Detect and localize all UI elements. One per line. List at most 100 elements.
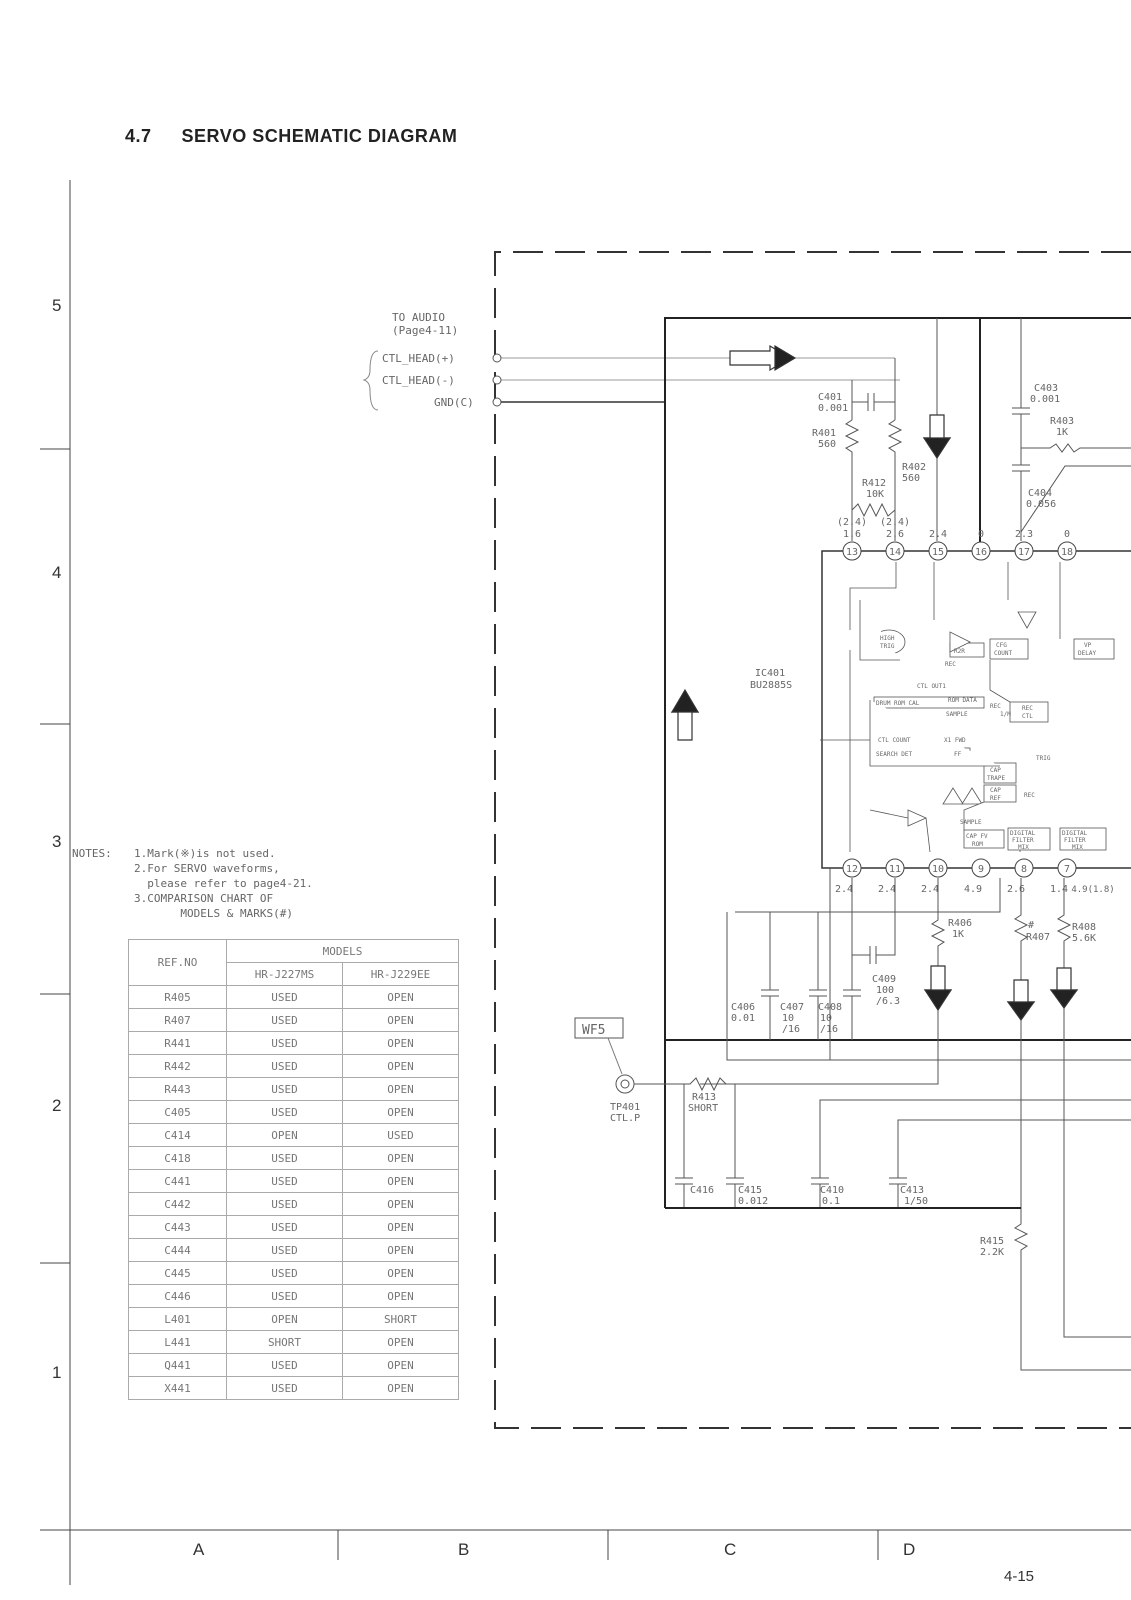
comp-label: C401 (818, 392, 842, 403)
comp-label: 0.012 (738, 1196, 768, 1207)
model-cell: USED (226, 1215, 343, 1239)
ic-pin: 102.4 (921, 858, 948, 895)
block-label: SAMPLE (960, 819, 982, 826)
comp-label: R407 (1026, 932, 1050, 943)
block-label: REF (990, 795, 1001, 802)
pin-number: 7 (1064, 864, 1070, 875)
model-cell: OPEN (342, 1054, 459, 1078)
pin-voltage: 1.4 (1050, 884, 1068, 895)
grid-col-c: C (724, 1540, 737, 1559)
comp-label: C416 (690, 1185, 714, 1196)
model-cell: OPEN (342, 1192, 459, 1216)
comp-label: 10 (820, 1013, 832, 1024)
grid-row-4: 4 (52, 563, 62, 582)
comp-label: 0.001 (818, 403, 848, 414)
pin-voltage: 2.3 (1015, 529, 1033, 540)
pin-label: CTL_HEAD(+) (382, 352, 455, 365)
comp-label: # (1028, 920, 1034, 931)
ref-cell: L401 (128, 1307, 227, 1331)
comp-label: 100 (876, 985, 894, 996)
tp401-testpoint (615, 1074, 635, 1094)
block-label: CFG (996, 642, 1007, 649)
pin-voltage: 2.4 (921, 884, 939, 895)
block-label: DRUM ROM CAL (876, 700, 920, 707)
signal-arrows (670, 344, 1079, 1022)
output-network (630, 868, 1131, 1371)
block-label: FF (954, 751, 962, 758)
wf-label: WF5 (582, 1023, 605, 1038)
ic-pin: 180 (1057, 529, 1077, 561)
block-label: CTL (1022, 713, 1033, 720)
ref-cell: C414 (128, 1123, 227, 1147)
comp-label: 5.6K (1072, 933, 1096, 944)
comp-label: 10K (866, 489, 884, 500)
model-cell: SHORT (226, 1330, 343, 1354)
model-cell: OPEN (342, 1031, 459, 1055)
ref-no-header: REF.NO (128, 939, 227, 986)
block-label: DIGITAL (1010, 830, 1036, 837)
model-cell: USED (226, 1238, 343, 1262)
comp-label: C406 (731, 1002, 755, 1013)
grid-row-5: 5 (52, 296, 62, 315)
ref-cell: R407 (128, 1008, 227, 1032)
ref-cell: R405 (128, 985, 227, 1009)
block-label: REC (945, 661, 956, 668)
pin-number: 14 (889, 547, 901, 558)
ic401-body: IC401 BU2885S (750, 550, 1131, 869)
block-label: R2R (954, 648, 965, 655)
pin-number: 15 (932, 547, 944, 558)
comp-label: /16 (820, 1024, 838, 1035)
block-label: DELAY (1078, 650, 1096, 657)
block-label: MIX (1072, 844, 1083, 851)
note-line: 3.COMPARISON CHART OF (134, 892, 274, 905)
comp-label: 0.001 (1030, 394, 1060, 405)
model-cell: OPEN (342, 1353, 459, 1377)
pin-number: 17 (1018, 547, 1030, 558)
comp-label: 1K (952, 929, 964, 940)
ground-bus (664, 317, 1131, 1208)
input-network (844, 318, 1131, 541)
ic-internal (820, 562, 1115, 853)
block-label: TRAPE (987, 775, 1005, 782)
comp-label: 0.1 (822, 1196, 840, 1207)
block-label: REC (1022, 705, 1033, 712)
grid-row-3: 3 (52, 832, 62, 851)
model-cell: USED (226, 1284, 343, 1308)
connector-audio: TO AUDIO (Page4-11) CTL_HEAD(+) CTL_HEAD… (362, 311, 900, 411)
grid-ticks (40, 448, 879, 1560)
block-label: DIGITAL (1062, 830, 1088, 837)
model-cell: USED (226, 1376, 343, 1400)
comp-label: C403 (1034, 383, 1058, 394)
comp-label: CTL.P (610, 1113, 640, 1124)
pin-label: GND(C) (434, 396, 474, 409)
model-cell: OPEN (342, 1169, 459, 1193)
comp-label: /6.3 (876, 996, 900, 1007)
block-label: CAP (990, 787, 1001, 794)
title-text: SERVO SCHEMATIC DIAGRAM (181, 126, 458, 146)
grid-col-b: B (458, 1540, 470, 1559)
pin-number: 11 (889, 864, 901, 875)
grid-row-2: 2 (52, 1096, 62, 1115)
ic-pin: 152.4 (928, 529, 948, 561)
comp-label: C409 (872, 974, 896, 985)
grid-row-1: 1 (52, 1363, 62, 1382)
pin-number: 12 (846, 864, 858, 875)
comp-label: R403 (1050, 416, 1074, 427)
comp-label: 0.01 (731, 1013, 755, 1024)
pin-voltage: 2.4 (878, 884, 896, 895)
